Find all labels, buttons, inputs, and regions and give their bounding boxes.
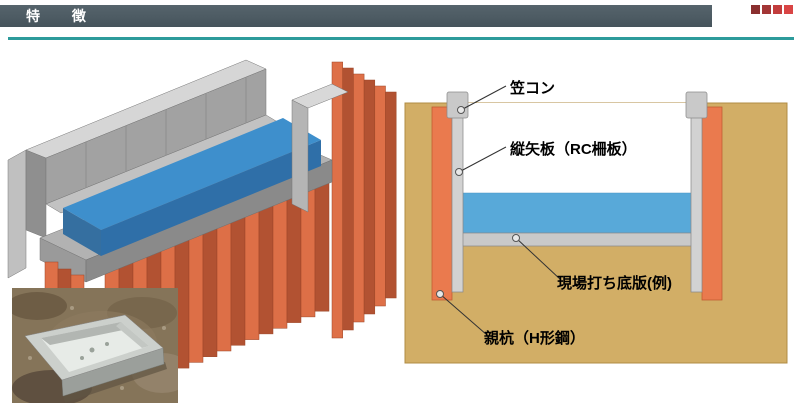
title-rule (8, 37, 794, 40)
channel-photo (12, 288, 178, 403)
label-sheet-board: 縦矢板（RC柵板） (510, 141, 637, 158)
pile-field-right (331, 61, 397, 339)
sheet-board-left (451, 106, 464, 293)
bottom-slab (459, 232, 696, 247)
label-cap-concrete: 笠コン (510, 80, 556, 97)
near-wall (291, 83, 349, 213)
leader-lines (439, 85, 562, 336)
soldier-pile-left (431, 106, 453, 301)
deco-square (784, 5, 793, 14)
label-bottom-slab: 現場打ち底版(例) (557, 275, 672, 292)
cap-concrete-right (685, 91, 708, 119)
cap-concrete-left (446, 91, 469, 119)
header-bar: 特 徴 (0, 5, 712, 27)
far-wall (7, 59, 282, 279)
cross-section-diagram (404, 85, 788, 364)
precast-channel-unit (24, 314, 167, 403)
water (462, 192, 693, 234)
deco-square (751, 5, 760, 14)
water-surface (63, 118, 321, 256)
callout-dots (436, 106, 520, 298)
sheet-board-right (690, 106, 703, 293)
deco-squares (751, 5, 793, 14)
deco-square (773, 5, 782, 14)
isometric-structure-image (7, 59, 397, 401)
page-title: 特 徴 (26, 8, 100, 24)
soldier-pile-right (701, 106, 723, 301)
deco-square (762, 5, 771, 14)
label-soldier-pile: 親杭（H形鋼） (484, 330, 585, 347)
